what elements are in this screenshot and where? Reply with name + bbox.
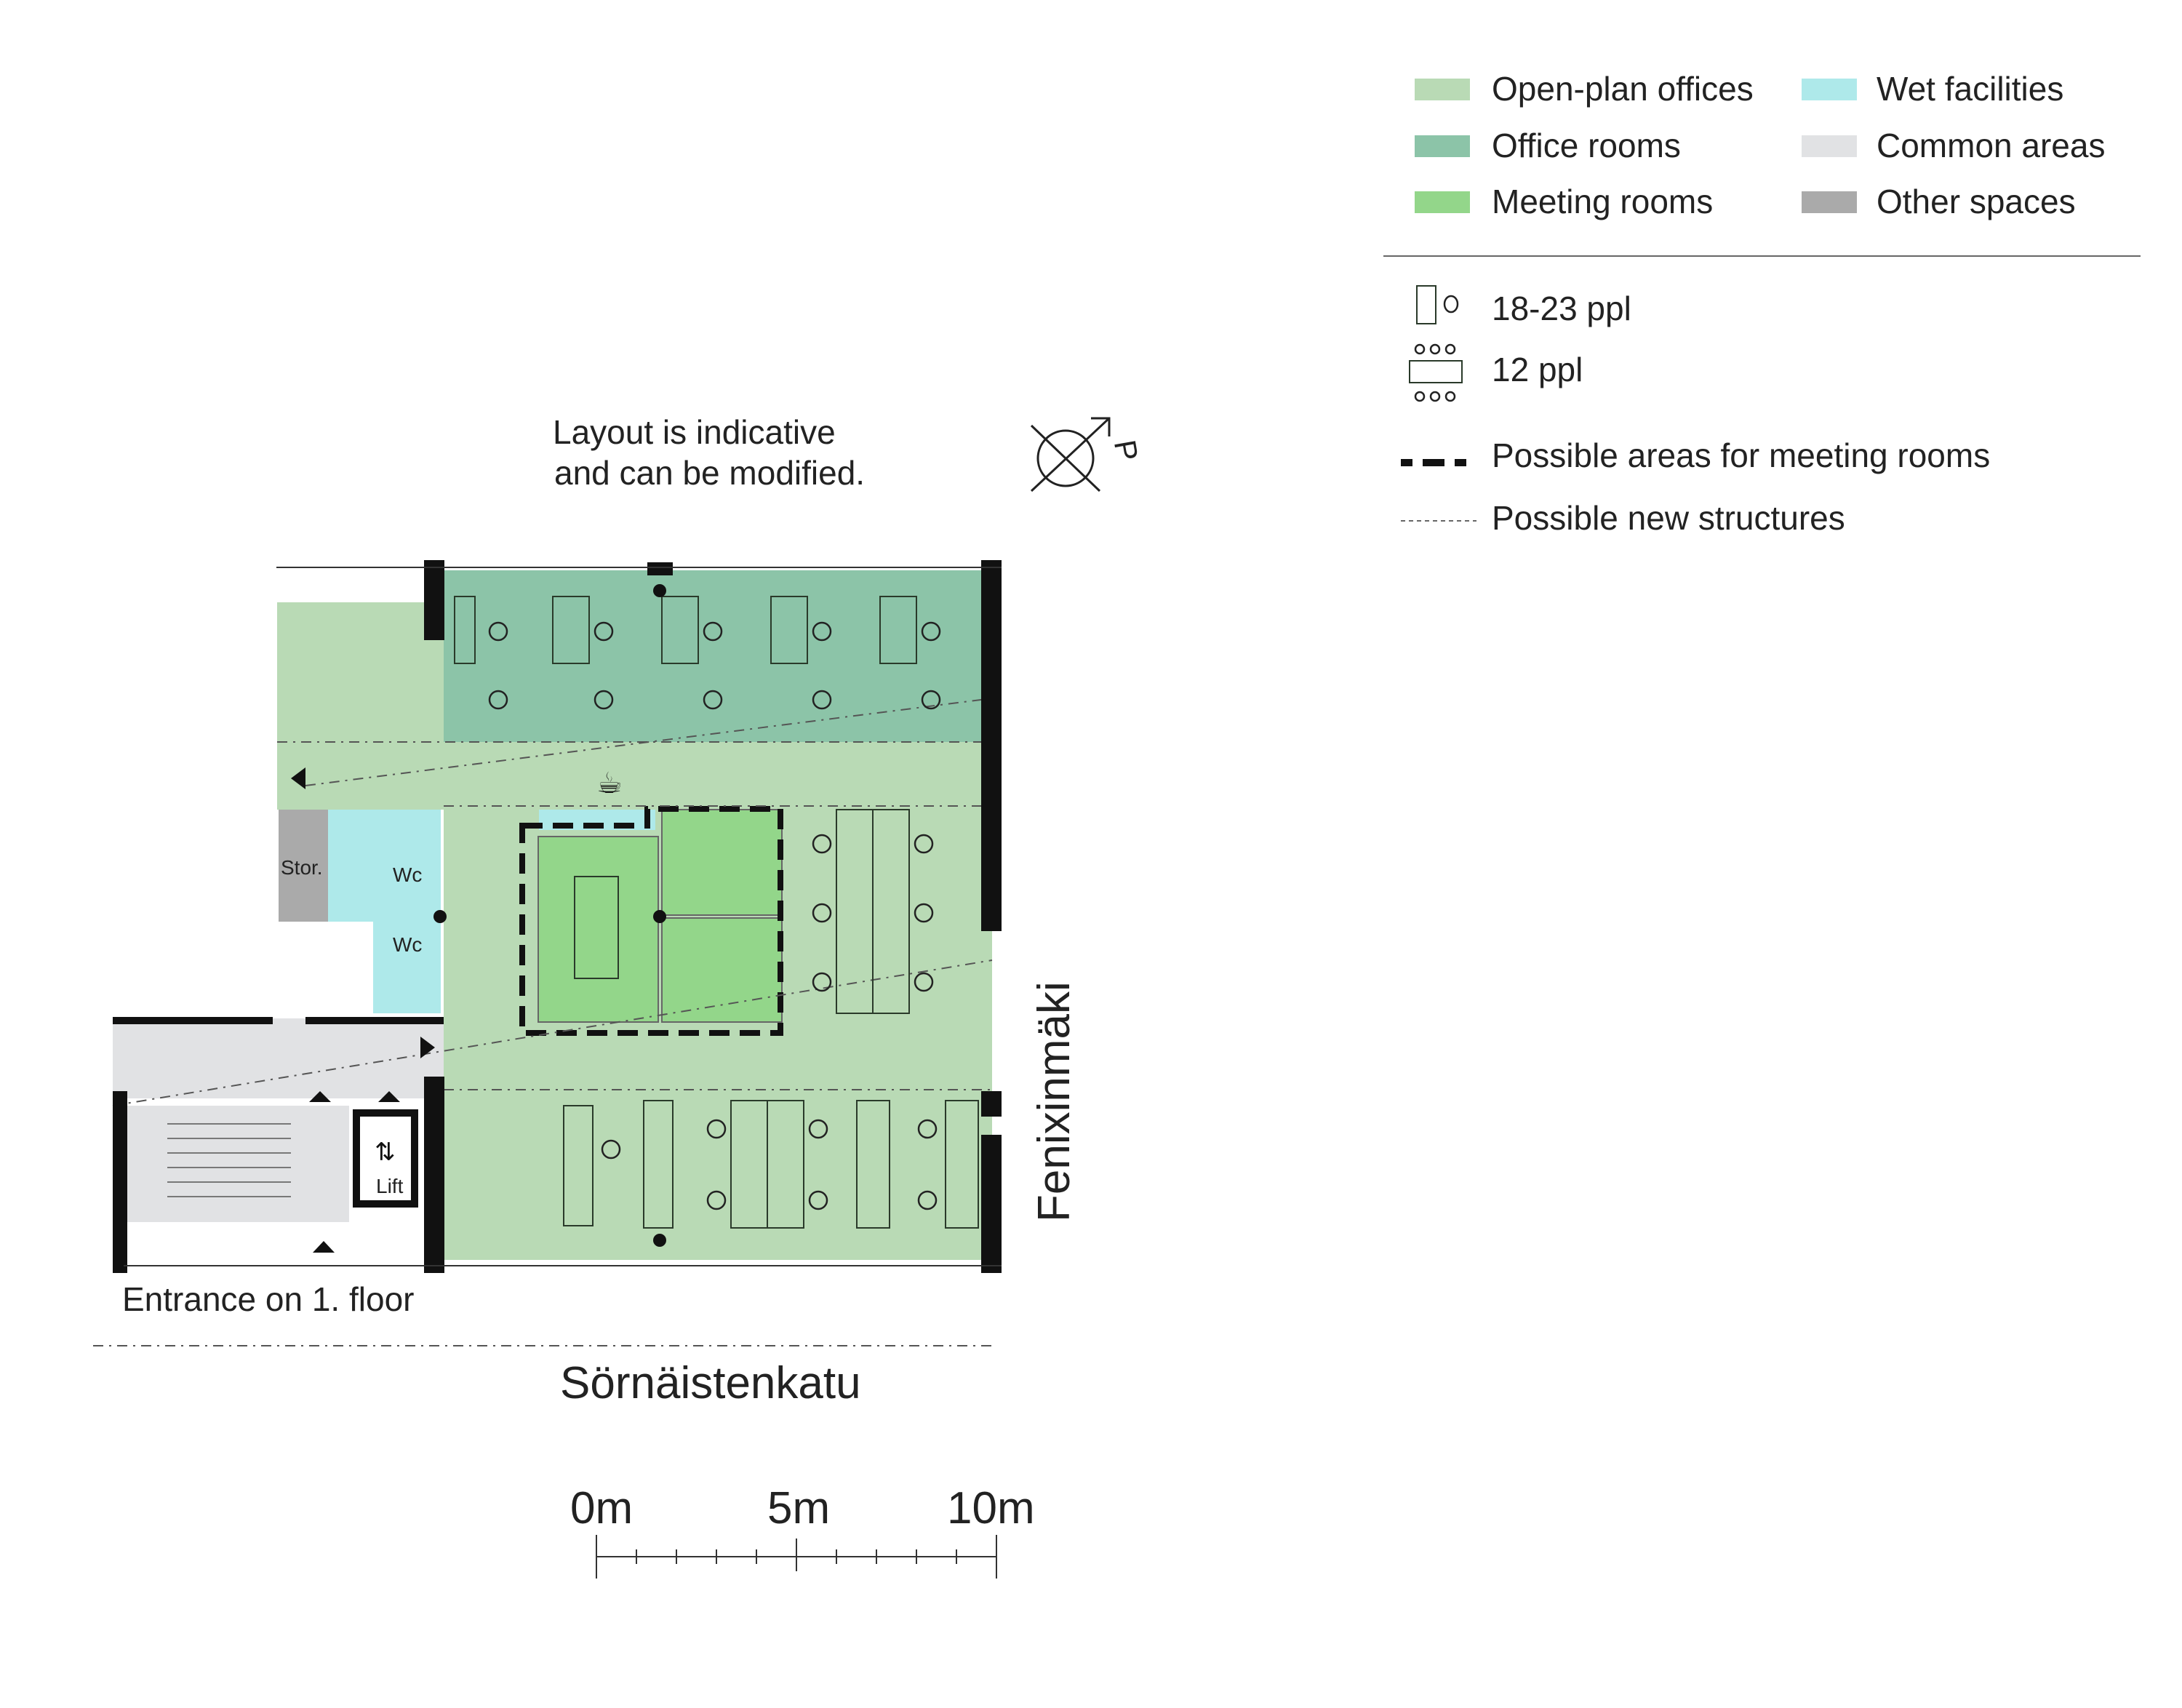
office-rooms-strip: [444, 570, 981, 742]
door-arrow-icon: [291, 767, 305, 789]
layout-note-line2: and can be modified.: [554, 454, 865, 492]
compass-icon: P: [1030, 417, 1145, 492]
wc-label-2: Wc: [393, 933, 422, 956]
legend-swatch-meeting-rooms: [1415, 191, 1470, 213]
legend-label-other: Other spaces: [1877, 183, 2076, 220]
door-arrow-icon: [420, 1037, 435, 1058]
compass-north-label: P: [1108, 437, 1145, 463]
coffee-icon: ☕: [596, 767, 623, 799]
legend-swatch-common: [1802, 135, 1857, 157]
stair-arrow-icon: [309, 1091, 331, 1102]
legend-label-new-structures: Possible new structures: [1492, 499, 1845, 537]
scale-label-10m: 10m: [947, 1483, 1035, 1533]
legend-swatch-other: [1802, 191, 1857, 213]
stairwell: [116, 1106, 349, 1222]
lift-arrows-icon: ⇅: [375, 1138, 396, 1166]
legend-label-12-ppl: 12 ppl: [1492, 351, 1583, 388]
lift: [353, 1109, 418, 1208]
lift-label: Lift: [376, 1175, 404, 1197]
legend-label-office-rooms: Office rooms: [1492, 127, 1681, 164]
entrance-label: Entrance on 1. floor: [122, 1280, 414, 1318]
legend-label-18-23-ppl: 18-23 ppl: [1492, 290, 1631, 327]
wc-room-2: [373, 922, 441, 1013]
legend-swatch-wet: [1802, 79, 1857, 100]
scale-bar: 0m 5m 10m: [570, 1483, 1035, 1579]
wc-room-1: [328, 810, 441, 922]
desk-chair-icon: [1416, 285, 1459, 324]
street-label-south: Sörnäistenkatu: [560, 1358, 861, 1408]
entrance-arrow-icon: [313, 1241, 335, 1253]
scale-label-5m: 5m: [767, 1483, 830, 1533]
floor-plan: Stor. Wc Wc Lift ⇅ ☕ Entrance on 1. floo…: [93, 560, 1079, 1408]
stair-arrow-icon: [378, 1091, 400, 1102]
street-label-east: Fenixinmäki: [1029, 981, 1079, 1222]
legend: Open-plan offices Office rooms Meeting r…: [1383, 70, 2141, 537]
possible-meeting-area-outline: [519, 806, 783, 1036]
storage-room: [279, 810, 328, 922]
legend-label-common: Common areas: [1877, 127, 2105, 164]
open-plan-desks: [563, 809, 979, 1229]
legend-swatch-open-plan: [1415, 79, 1470, 100]
office-desks: [454, 596, 941, 710]
legend-label-meeting-areas: Possible areas for meeting rooms: [1492, 436, 1990, 474]
scale-label-0m: 0m: [570, 1483, 633, 1533]
wc-label-1: Wc: [393, 863, 422, 886]
meeting-room-small-1: [661, 809, 783, 916]
legend-label-meeting-rooms: Meeting rooms: [1492, 183, 1713, 220]
layout-note-line1: Layout is indicative: [553, 413, 836, 451]
legend-label-wet: Wet facilities: [1877, 70, 2063, 108]
meeting-table: [574, 876, 619, 979]
meeting-room-small-2: [661, 917, 783, 1023]
meeting-room-large: [537, 836, 659, 1023]
legend-label-open-plan: Open-plan offices: [1492, 70, 1754, 108]
meeting-table-icon: [1409, 343, 1463, 402]
lobby: [113, 1018, 444, 1098]
legend-swatch-office-rooms: [1415, 135, 1470, 157]
storage-label: Stor.: [281, 856, 323, 879]
